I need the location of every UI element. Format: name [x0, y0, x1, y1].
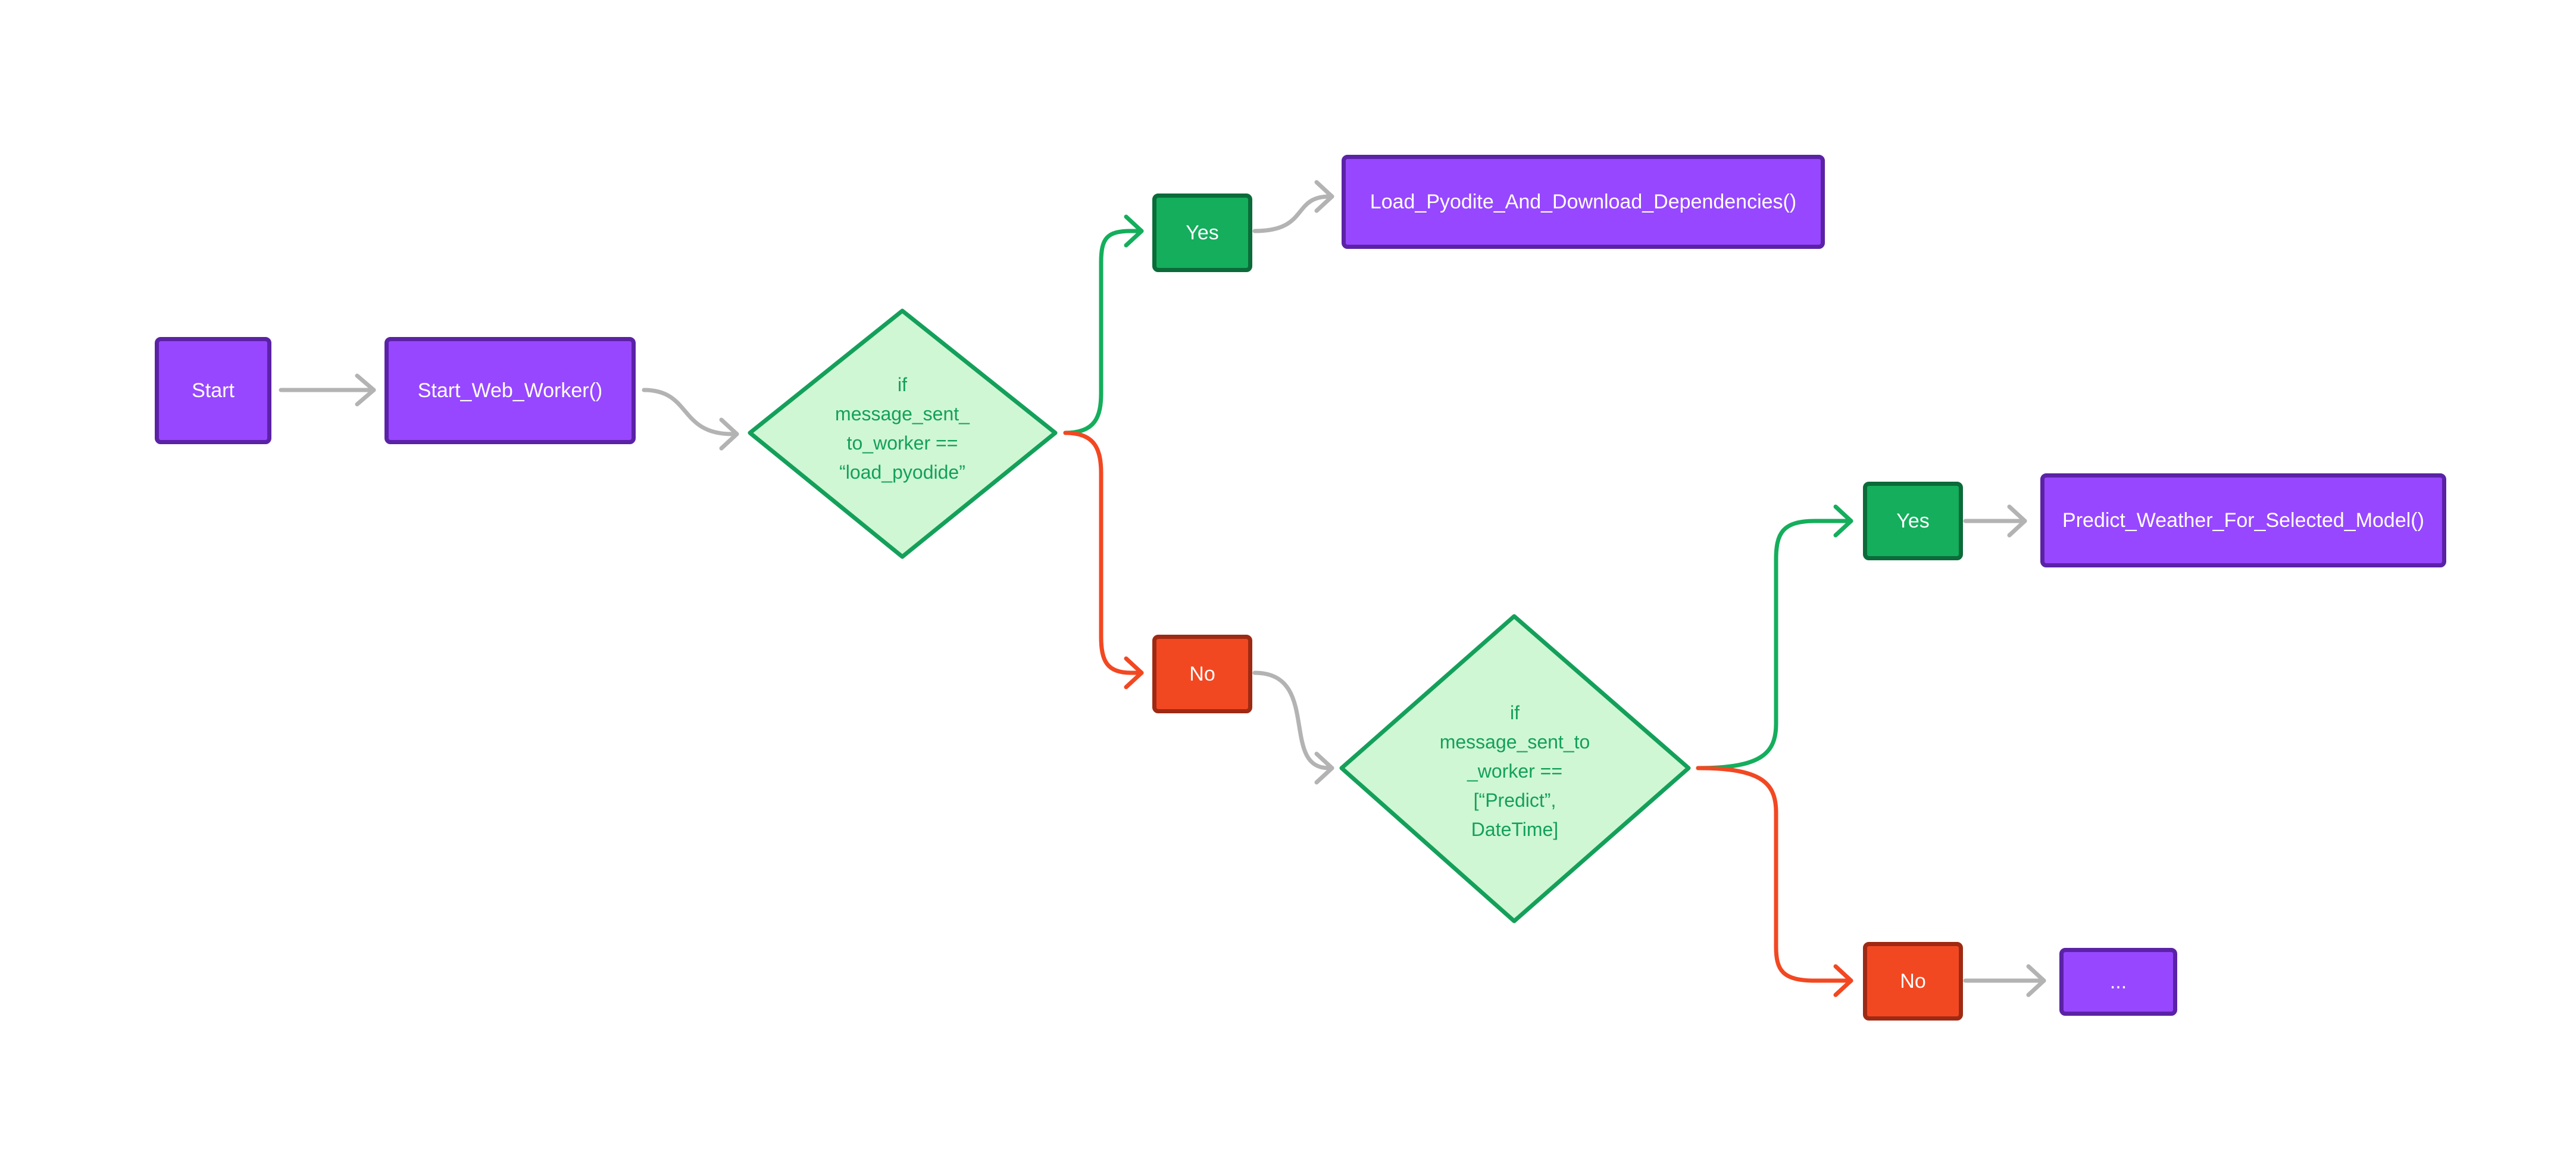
connector-decision2-no [1696, 766, 1853, 983]
connector-worker-to-decision1 [642, 388, 739, 436]
predict-weather-node[interactable]: Predict_Weather_For_Selected_Model() [2040, 473, 2446, 567]
arrowhead [719, 417, 739, 451]
connector-yes1-to-load [1252, 194, 1334, 233]
yes-node-2[interactable]: Yes [1863, 482, 1963, 560]
connector-decision1-yes [1063, 229, 1144, 435]
arrowhead [355, 373, 376, 407]
start-web-worker-node[interactable]: Start_Web_Worker() [384, 337, 636, 444]
connector-no1-to-decision2 [1252, 670, 1334, 770]
ellipsis-node[interactable]: ... [2059, 948, 2177, 1016]
arrowhead [2026, 964, 2046, 997]
arrowhead [1124, 214, 1144, 248]
decision-1-label: if message_sent_ to_worker == “load_pyod… [835, 374, 970, 483]
load-pyodide-node[interactable]: Load_Pyodite_And_Download_Dependencies() [1342, 155, 1825, 249]
arrowhead [2007, 504, 2027, 538]
no-node-1[interactable]: No [1152, 635, 1252, 713]
arrowhead [1833, 504, 1853, 538]
start-node[interactable]: Start [155, 337, 271, 444]
arrowhead [1314, 751, 1334, 785]
arrowhead [1314, 180, 1334, 213]
yes-node-1[interactable]: Yes [1152, 194, 1252, 272]
connector-decision2-yes [1696, 519, 1853, 770]
arrowhead [1833, 964, 1853, 997]
no-node-2[interactable]: No [1863, 942, 1963, 1021]
decision-2-label: if message_sent_to _worker == [“Predict”… [1439, 701, 1590, 840]
decision-1-shape [748, 308, 1058, 559]
decision-2-shape [1339, 614, 1691, 923]
arrowhead [1124, 656, 1144, 689]
connector-decision1-no [1063, 430, 1144, 675]
